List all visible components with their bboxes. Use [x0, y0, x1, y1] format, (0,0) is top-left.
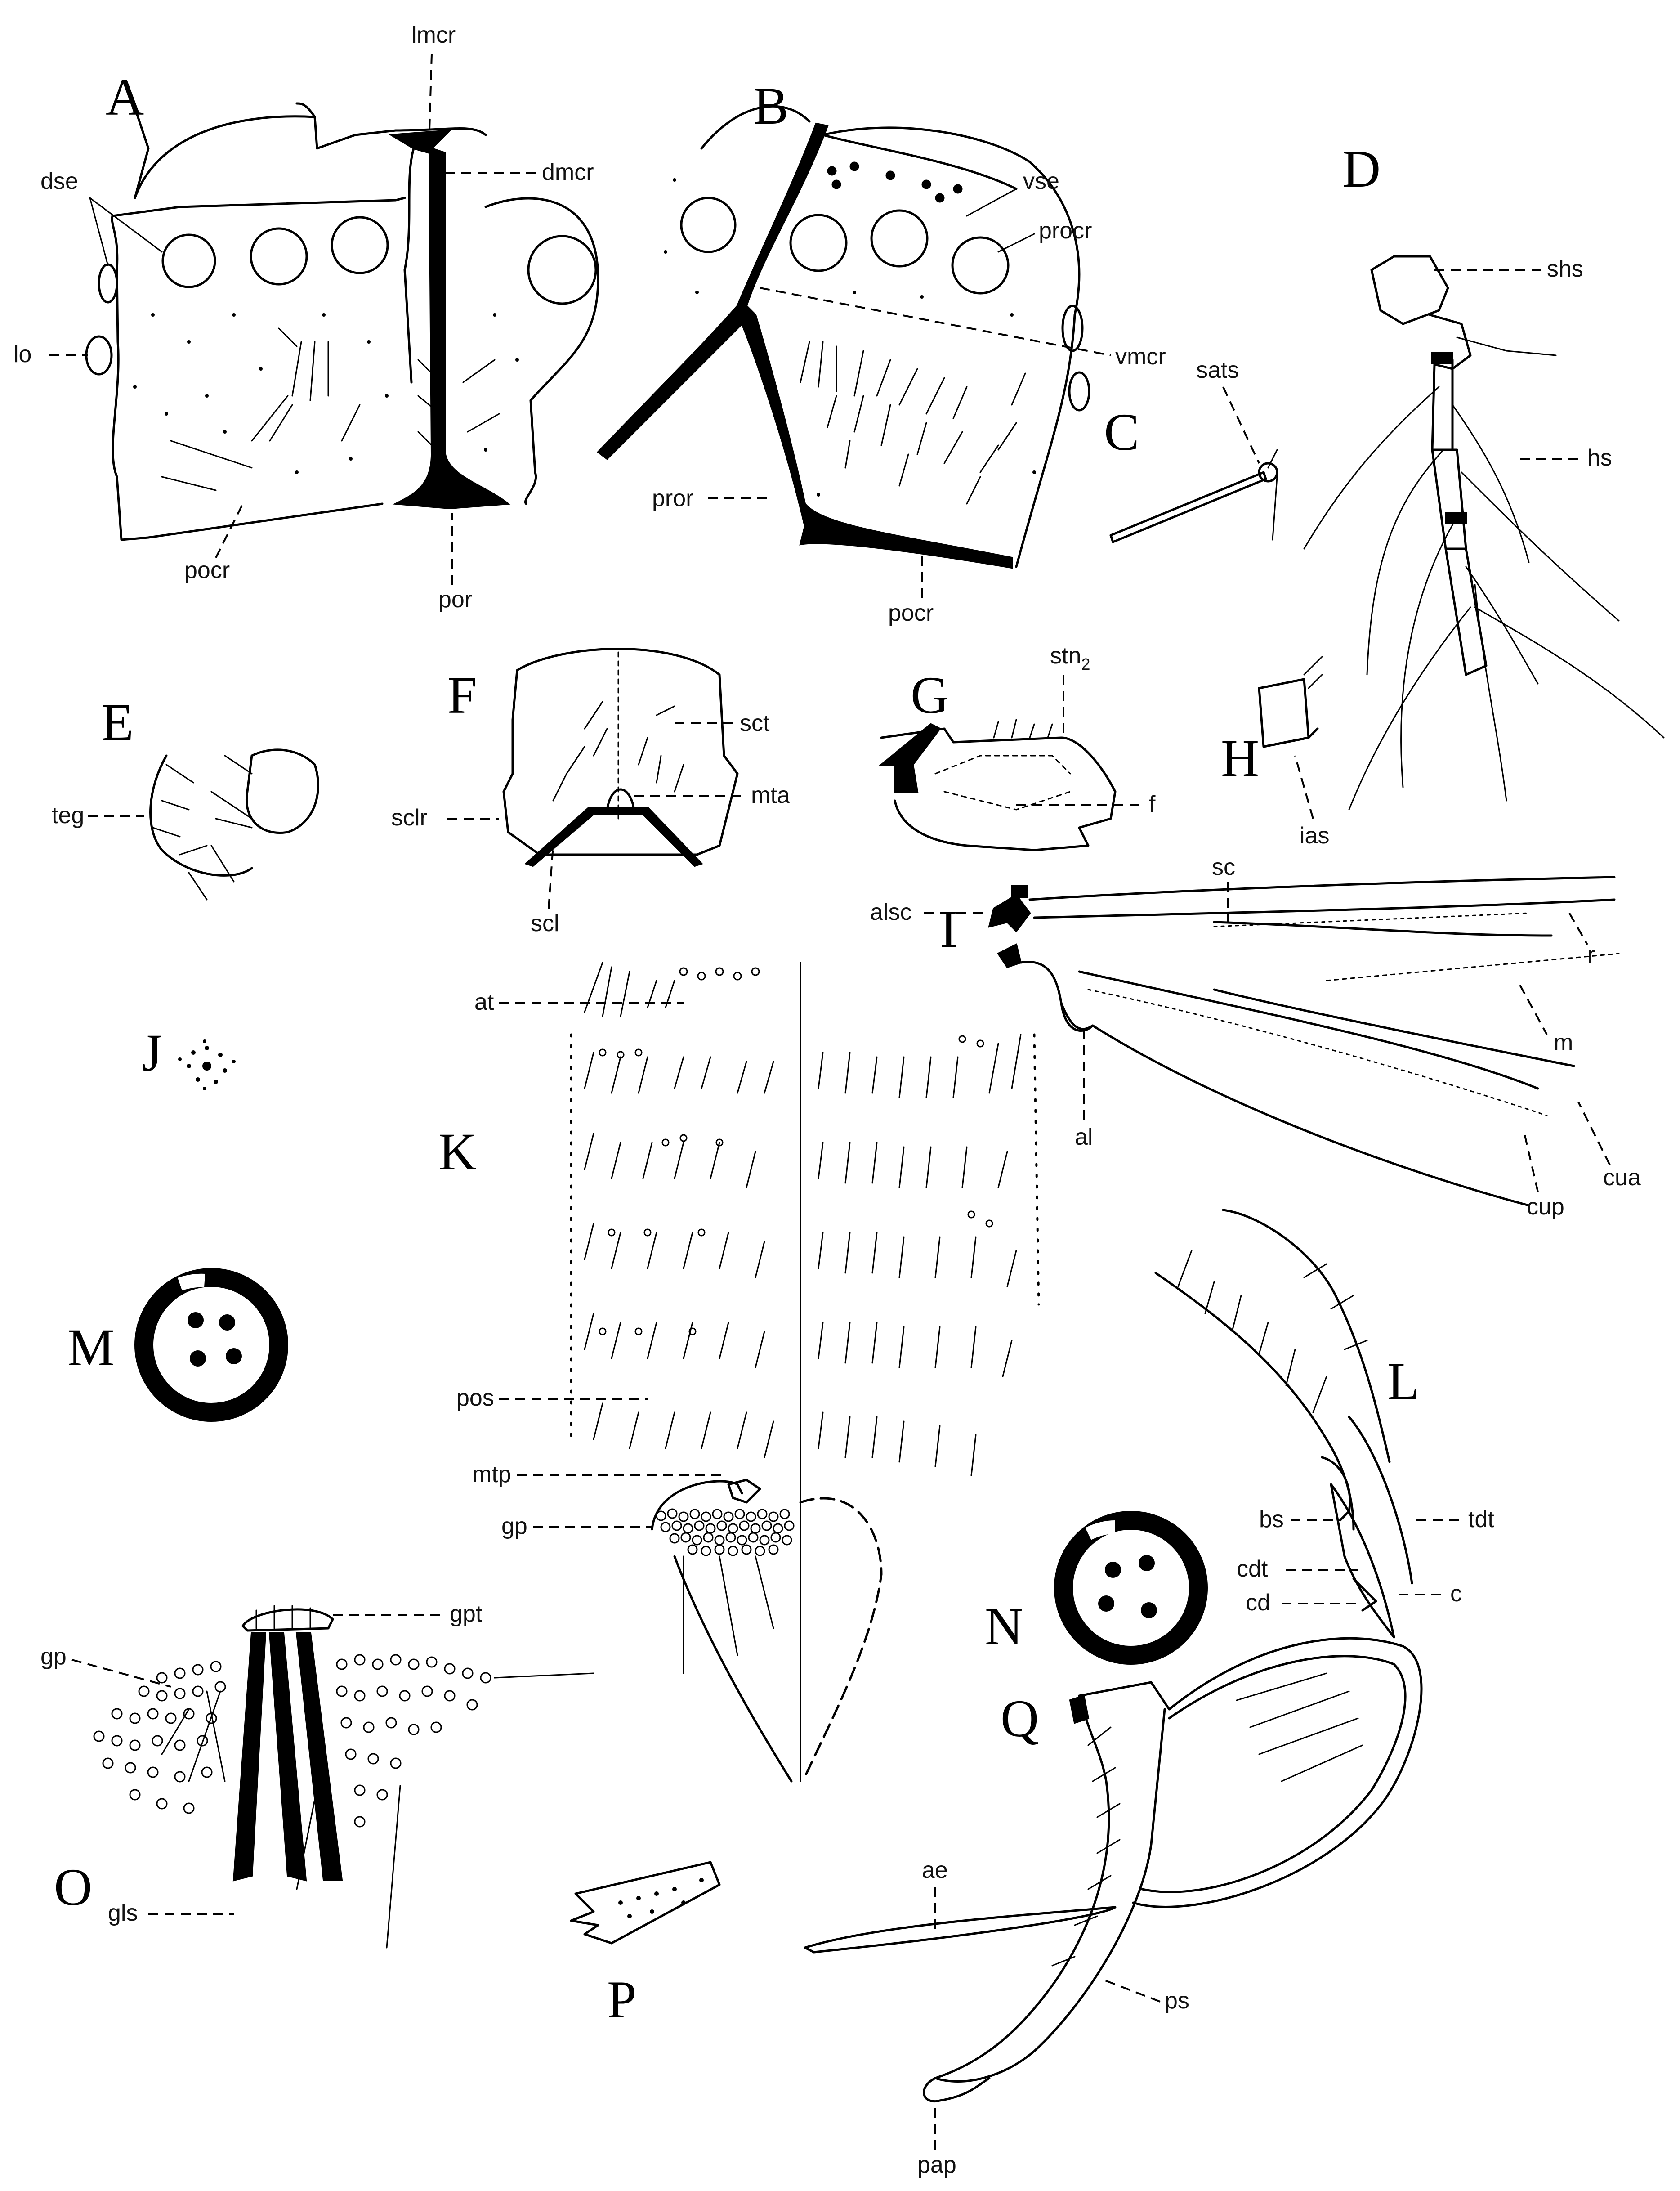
panel-f: F sct mta sclr scl — [391, 648, 790, 936]
panel-k: K at — [438, 962, 1040, 1783]
label-hs: hs — [1587, 445, 1612, 471]
panel-label-e: E — [101, 693, 134, 752]
panel-m: M — [67, 1268, 288, 1422]
label-dmcr: dmcr — [542, 159, 594, 185]
label-ps: ps — [1165, 1988, 1189, 2014]
panel-n: N — [985, 1511, 1208, 1665]
label-al: al — [1075, 1124, 1093, 1150]
label-sats: sats — [1196, 357, 1239, 383]
panel-i: I sc alsc r m al cup cua — [870, 854, 1641, 1220]
panel-b: B — [596, 76, 1090, 569]
label-pocr: pocr — [184, 557, 230, 583]
panel-o: O gpt gp gls — [40, 1601, 594, 1949]
panel-label-k: K — [438, 1122, 477, 1181]
panel-c: C sats — [1104, 357, 1278, 543]
label-cdt: cdt — [1237, 1556, 1268, 1582]
label-scl: scl — [531, 910, 559, 936]
label-pocr-b: pocr — [888, 600, 934, 626]
label-ae: ae — [922, 1857, 948, 1883]
label-mtp: mtp — [472, 1461, 511, 1488]
label-cd: cd — [1246, 1590, 1270, 1616]
label-teg: teg — [52, 802, 84, 829]
panel-label-i: I — [940, 900, 957, 959]
panel-j: J — [142, 1023, 236, 1090]
label-bs: bs — [1259, 1506, 1284, 1532]
panel-p: P — [570, 1861, 721, 2029]
label-gls: gls — [108, 1900, 138, 1926]
panel-label-l: L — [1387, 1352, 1420, 1411]
label-shs: shs — [1547, 256, 1583, 282]
panel-label-p: P — [607, 1970, 637, 2029]
label-pror: pror — [652, 485, 693, 511]
panel-label-d: D — [1342, 139, 1381, 198]
label-stn2: stn2 — [1050, 643, 1090, 673]
panel-label-j: J — [142, 1023, 162, 1082]
panel-label-f: F — [447, 666, 477, 725]
label-ias: ias — [1300, 823, 1329, 849]
label-r: r — [1587, 942, 1595, 968]
label-m: m — [1554, 1030, 1573, 1056]
label-gp-o: gp — [40, 1644, 67, 1670]
panel-d: D shs hs — [1303, 139, 1665, 811]
label-dse: dse — [40, 168, 78, 194]
panel-label-q: Q — [1001, 1689, 1039, 1748]
label-por: por — [438, 587, 472, 613]
panel-q: Q ae ps pap — [804, 1637, 1423, 2178]
panel-l: L bs tdt cdt cd c — [1154, 1209, 1494, 1639]
label-sc: sc — [1212, 854, 1235, 880]
label-tdt: tdt — [1468, 1506, 1494, 1532]
label-cup: cup — [1527, 1194, 1564, 1220]
panel-label-n: N — [985, 1597, 1023, 1656]
label-sclr: sclr — [391, 805, 428, 831]
label-stn2-base: stn — [1050, 643, 1081, 669]
panel-h: H ias — [1221, 656, 1329, 849]
panel-a: A — [85, 67, 599, 541]
label-gp: gp — [501, 1513, 527, 1539]
label-f: f — [1149, 791, 1156, 817]
label-alsc: alsc — [870, 899, 911, 925]
label-pos: pos — [456, 1385, 494, 1411]
label-procr: procr — [1039, 218, 1092, 244]
label-sct: sct — [740, 710, 770, 736]
panel-g: G stn2 f — [879, 643, 1156, 851]
label-stn2-sub: 2 — [1081, 655, 1090, 673]
label-c: c — [1450, 1581, 1462, 1607]
panel-label-c: C — [1104, 403, 1139, 461]
panel-label-o: O — [54, 1858, 92, 1917]
label-lmcr: lmcr — [411, 22, 456, 48]
label-gpt: gpt — [450, 1601, 483, 1627]
label-vmcr: vmcr — [1115, 344, 1166, 370]
label-pap: pap — [917, 2152, 956, 2178]
label-at: at — [474, 989, 494, 1015]
label-vse: vse — [1023, 168, 1059, 194]
panel-label-h: H — [1221, 729, 1259, 788]
gp-cluster — [656, 1508, 795, 1556]
label-cua: cua — [1603, 1165, 1641, 1191]
label-mta: mta — [751, 782, 790, 808]
panel-e: E teg — [52, 693, 319, 901]
label-lo: lo — [13, 341, 31, 367]
panel-label-m: M — [67, 1318, 115, 1377]
panel-label-g: G — [911, 666, 949, 725]
